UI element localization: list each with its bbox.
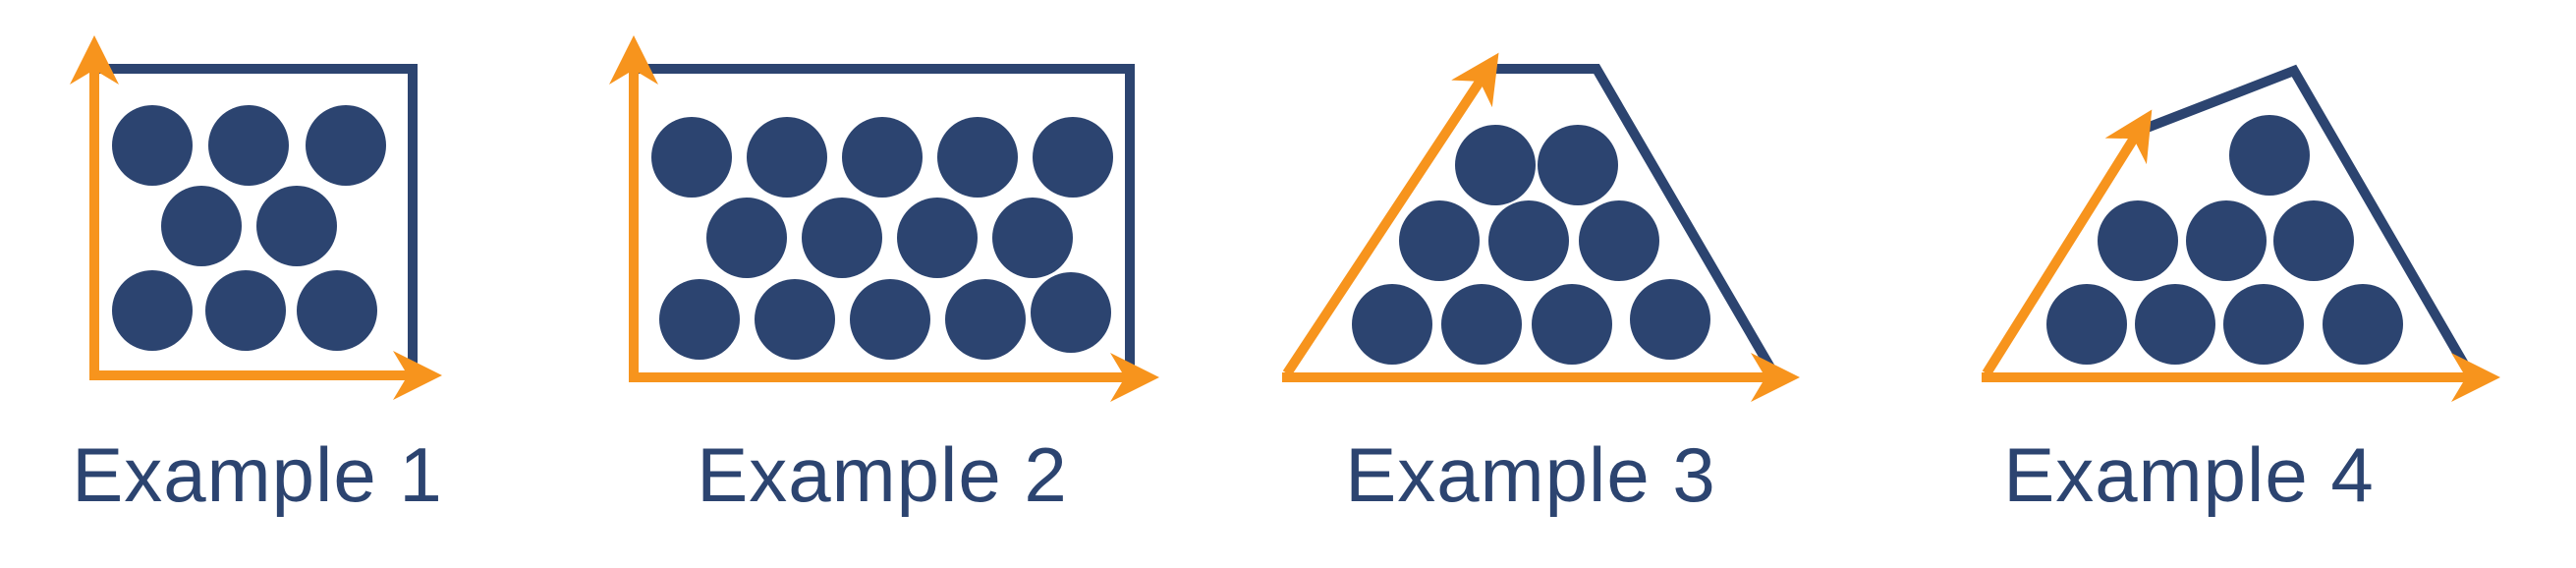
- circle: [2186, 200, 2267, 281]
- circle: [755, 279, 835, 360]
- example-4-diagonal-arrow: [1982, 109, 2153, 376]
- circle: [1488, 200, 1569, 281]
- circle: [2135, 284, 2215, 365]
- circle: [1399, 200, 1480, 281]
- circle: [1532, 284, 1612, 365]
- circle: [208, 105, 289, 186]
- example-2-outline: [634, 64, 1135, 366]
- circle: [2229, 115, 2310, 196]
- circle: [2098, 200, 2178, 281]
- example-2-label: Example 2: [697, 431, 1068, 518]
- circle: [2323, 284, 2403, 365]
- circle: [1352, 284, 1432, 365]
- circle: [897, 198, 978, 278]
- circle: [659, 279, 740, 360]
- circle: [945, 279, 1026, 360]
- circle: [2273, 200, 2354, 281]
- circle: [802, 198, 882, 278]
- circle: [1538, 125, 1618, 205]
- example-3-label: Example 3: [1345, 431, 1716, 518]
- circle: [842, 117, 923, 198]
- circle: [1630, 279, 1710, 360]
- circle: [112, 105, 193, 186]
- example-4-outline: [2135, 64, 2471, 370]
- example-3-diagonal-arrow: [1282, 52, 1499, 376]
- circle: [297, 270, 377, 351]
- example-2: Example 2: [609, 35, 1159, 518]
- circle: [1455, 125, 1536, 205]
- example-3-circles: [1352, 125, 1710, 365]
- circle: [937, 117, 1018, 198]
- circle: [1031, 272, 1111, 353]
- circle: [161, 186, 242, 266]
- example-1: Example 1: [70, 35, 443, 518]
- circle: [1033, 117, 1113, 198]
- example-2-circles: [651, 117, 1113, 360]
- circle: [992, 198, 1073, 278]
- circle: [306, 105, 386, 186]
- example-1-outline: [98, 64, 418, 366]
- circle: [706, 198, 787, 278]
- example-1-label: Example 1: [72, 431, 443, 518]
- circle: [1441, 284, 1522, 365]
- circle: [112, 270, 193, 351]
- circle: [651, 117, 732, 198]
- circle: [2223, 284, 2304, 365]
- example-1-circles: [112, 105, 386, 351]
- circle: [747, 117, 827, 198]
- example-4-label: Example 4: [2003, 431, 2375, 518]
- circle: [205, 270, 286, 351]
- circle: [850, 279, 930, 360]
- example-4-circles: [2046, 115, 2403, 365]
- example-3: Example 3: [1282, 52, 1800, 518]
- circle: [1579, 200, 1659, 281]
- circle: [2046, 284, 2127, 365]
- example-4: Example 4: [1982, 64, 2500, 518]
- circle: [256, 186, 337, 266]
- example-3-outline: [1493, 64, 1775, 370]
